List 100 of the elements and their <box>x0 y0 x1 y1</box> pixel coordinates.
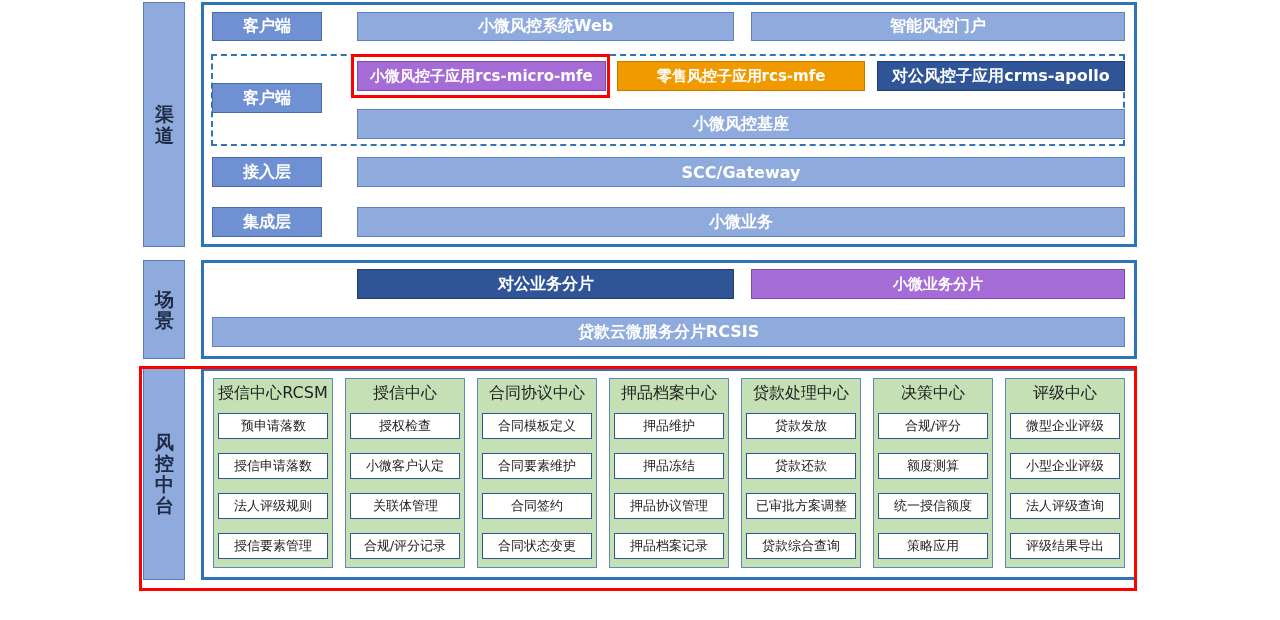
box-label: 合同要素维护 <box>498 457 576 475</box>
box-label: 小微风控基座 <box>693 113 789 135</box>
box-label: 风控中台 <box>154 432 174 516</box>
function-box <box>1010 413 1120 439</box>
function-box <box>1010 533 1120 559</box>
layer-panel <box>201 260 1137 359</box>
function-box <box>218 493 328 519</box>
center-title: 评级中心 <box>1033 383 1097 404</box>
box-label: 小微业务 <box>709 211 773 233</box>
service-center-box <box>741 378 861 568</box>
function-box <box>878 413 988 439</box>
function-box <box>350 533 460 559</box>
box-label: 小型企业评级 <box>1026 457 1104 475</box>
box-label: 合规/评分记录 <box>363 537 447 555</box>
center-title: 押品档案中心 <box>621 383 717 404</box>
layer-panel <box>201 2 1137 247</box>
service-center-box <box>1005 378 1125 568</box>
module-bar <box>357 207 1125 237</box>
box-label: 授信要素管理 <box>234 537 312 555</box>
box-label: 授权检查 <box>379 417 431 435</box>
box-label: 授信申请落数 <box>234 457 312 475</box>
box-label: 对公业务分片 <box>497 273 594 295</box>
tier-label-box <box>212 12 322 41</box>
tier-label-box <box>212 207 322 237</box>
module-bar <box>212 317 1125 347</box>
box-label: 法人评级规则 <box>234 497 312 515</box>
function-box <box>746 493 856 519</box>
box-label: 对公风控子应用crms-apollo <box>892 65 1110 87</box>
function-box <box>350 453 460 479</box>
module-bar <box>357 61 606 91</box>
layer-label-band <box>143 260 185 359</box>
service-center-box <box>213 378 333 568</box>
function-box <box>614 493 724 519</box>
center-title: 贷款处理中心 <box>753 383 849 404</box>
box-label: 场景 <box>154 288 174 331</box>
function-box <box>746 453 856 479</box>
box-label: SCC/Gateway <box>681 162 801 182</box>
box-label: 合同状态变更 <box>498 537 576 555</box>
function-box <box>350 493 460 519</box>
module-bar <box>877 61 1125 91</box>
module-bar <box>357 269 734 299</box>
function-box <box>746 533 856 559</box>
box-label: 押品冻结 <box>643 457 695 475</box>
dashed-group-frame <box>211 54 1125 146</box>
function-box <box>482 453 592 479</box>
module-bar <box>617 61 865 91</box>
function-box <box>1010 493 1120 519</box>
box-label: 预申请落数 <box>240 417 306 435</box>
function-box <box>482 493 592 519</box>
center-title: 合同协议中心 <box>489 383 585 404</box>
module-bar <box>357 157 1125 187</box>
module-bar <box>357 109 1125 139</box>
function-box <box>614 533 724 559</box>
box-label: 合同签约 <box>511 497 563 515</box>
function-box <box>614 413 724 439</box>
box-label: 贷款综合查询 <box>762 537 840 555</box>
box-label: 集成层 <box>243 211 291 233</box>
function-box <box>878 493 988 519</box>
box-label: 押品维护 <box>643 417 695 435</box>
function-box <box>218 533 328 559</box>
box-label: 押品档案记录 <box>630 537 708 555</box>
box-label: 小微风控子应用rcs-micro-mfe <box>370 66 593 86</box>
box-label: 贷款还款 <box>775 457 827 475</box>
function-box <box>878 453 988 479</box>
box-label: 策略应用 <box>907 537 959 555</box>
function-box <box>746 413 856 439</box>
box-label: 接入层 <box>243 161 291 183</box>
function-box <box>482 533 592 559</box>
box-label: 合规/评分 <box>904 417 962 435</box>
box-label: 评级结果导出 <box>1026 537 1104 555</box>
tier-label-box <box>212 157 322 187</box>
box-label: 小微业务分片 <box>893 274 983 294</box>
function-box <box>878 533 988 559</box>
box-label: 额度测算 <box>907 457 959 475</box>
service-center-box <box>609 378 729 568</box>
box-label: 零售风控子应用rcs-mfe <box>656 66 826 86</box>
box-label: 微型企业评级 <box>1026 417 1104 435</box>
box-label: 客户端 <box>243 16 291 37</box>
center-title: 授信中心RCSM <box>218 383 328 404</box>
box-label: 法人评级查询 <box>1026 497 1104 515</box>
box-label: 小微客户认定 <box>366 457 444 475</box>
box-label: 已审批方案调整 <box>755 497 847 515</box>
box-label: 押品协议管理 <box>630 497 708 515</box>
module-bar <box>751 269 1125 299</box>
box-label: 客户端 <box>243 87 291 109</box>
box-label: 贷款发放 <box>775 417 827 435</box>
layer-label-band <box>143 368 185 580</box>
service-center-box <box>477 378 597 568</box>
layer-label-band <box>143 2 185 247</box>
function-box <box>350 413 460 439</box>
function-box <box>1010 453 1120 479</box>
function-box <box>218 453 328 479</box>
service-center-box <box>873 378 993 568</box>
box-label: 渠道 <box>154 103 174 146</box>
service-center-box <box>345 378 465 568</box>
function-box <box>218 413 328 439</box>
module-bar <box>357 12 734 41</box>
center-title: 授信中心 <box>373 383 437 404</box>
module-bar <box>751 12 1125 41</box>
box-label: 贷款云微服务分片RCSIS <box>577 321 760 343</box>
